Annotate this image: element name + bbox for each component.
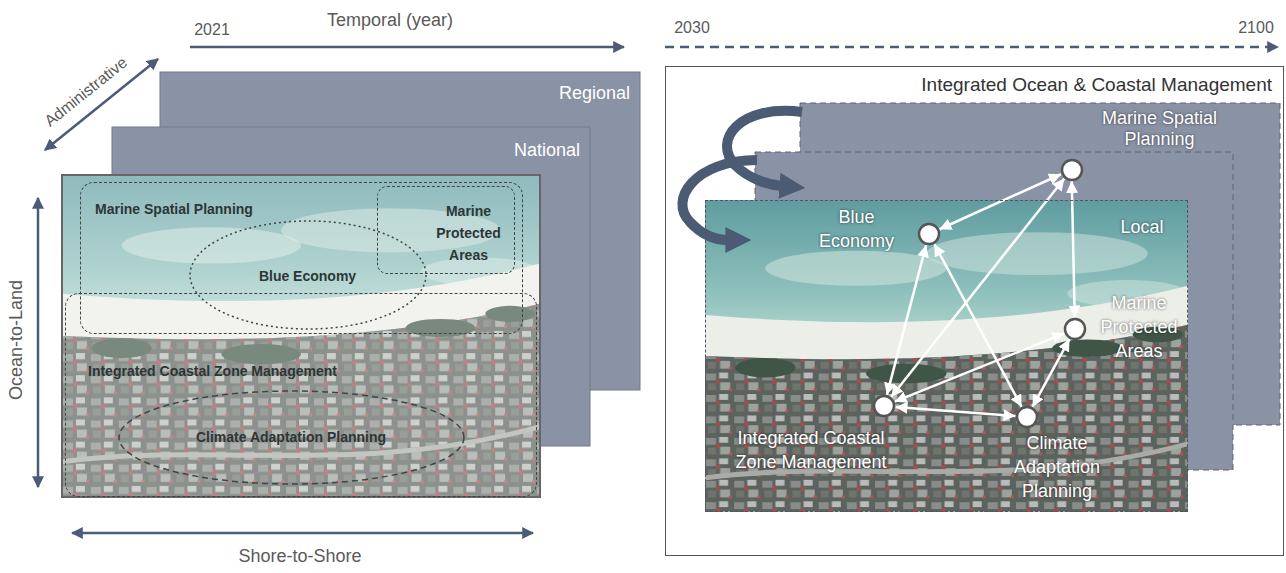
double-arrow xyxy=(887,245,926,395)
scale-arrow xyxy=(727,111,802,186)
future-axis xyxy=(665,46,1278,49)
ellipse-outline xyxy=(119,391,464,484)
double-arrow xyxy=(891,179,1064,397)
node-label: Blue Economy xyxy=(809,205,904,253)
zone-label: Integrated Coastal Zone Management xyxy=(88,362,448,380)
node-label: Marine Spatial Planning xyxy=(1095,108,1225,150)
label-holder: Administrative xyxy=(41,54,131,131)
zone-ellipse: Blue Economy xyxy=(189,220,433,330)
circle-node xyxy=(1060,158,1084,182)
zone-box: Marine Spatial PlanningBlue EconomyMarin… xyxy=(80,182,523,334)
zone-label: Marine Spatial Planning xyxy=(95,200,355,218)
axis-label: 2021 xyxy=(194,21,230,39)
circle-node xyxy=(1063,317,1087,341)
zone-label: Blue Economy xyxy=(189,267,427,285)
label-holder: 2030 xyxy=(674,19,710,37)
node-label: Marine Protected Areas xyxy=(1089,291,1189,363)
photo-haze xyxy=(62,175,540,497)
aerial-photo xyxy=(705,200,1188,512)
label-holder: Ocean-to-Land xyxy=(6,280,27,400)
ocean-land-axis xyxy=(37,198,40,487)
axis-label: 2030 xyxy=(674,19,710,37)
panel-label: Regional xyxy=(160,82,630,105)
label-holder: Shore-to-Shore xyxy=(238,546,361,567)
node-circle: Marine Protected Areas xyxy=(1063,317,1087,341)
local-panel: LocalBlue EconomyMarine Protected AreasI… xyxy=(705,200,1188,512)
axis-label: Shore-to-Shore xyxy=(238,546,361,567)
zone-box: Marine Protected Areas xyxy=(377,186,515,274)
axis-label: Temporal (year) xyxy=(327,10,453,31)
circle-node xyxy=(919,224,939,244)
circle-node xyxy=(917,222,941,246)
frame-title: Integrated Ocean & Coastal Management xyxy=(666,73,1272,97)
ellipse-outline xyxy=(190,221,426,329)
circle-node xyxy=(1017,407,1037,427)
node-label: Integrated Coastal Zone Management xyxy=(726,426,896,474)
node-label: Climate Adaptation Planning xyxy=(1007,431,1107,503)
photo-frame xyxy=(62,175,540,497)
axis-label: 2100 xyxy=(1238,19,1274,37)
stack-panel: Regional xyxy=(160,72,640,390)
circle-node xyxy=(1062,160,1082,180)
double-arrow xyxy=(1072,181,1075,318)
double-arrow xyxy=(939,174,1061,229)
circle-node xyxy=(872,394,896,418)
circle-node xyxy=(874,396,894,416)
stack-panel: National xyxy=(112,127,590,446)
frame-box: Integrated Ocean & Coastal ManagementLoc… xyxy=(665,66,1284,556)
axis-label: Administrative xyxy=(41,54,131,131)
circle-node xyxy=(1065,319,1085,339)
aerial-photo xyxy=(62,175,540,497)
node-circle: Climate Adaptation Planning xyxy=(1015,405,1039,429)
axis-label: Ocean-to-Land xyxy=(6,280,27,400)
node-circle: Integrated Coastal Zone Management xyxy=(872,394,896,418)
circle-node xyxy=(1015,405,1039,429)
zone-label: Climate Adaptation Planning xyxy=(118,428,465,446)
double-arrow xyxy=(895,407,1015,416)
zone-label: Marine Protected Areas xyxy=(429,200,509,266)
double-arrow xyxy=(895,333,1065,401)
double-arrow xyxy=(1033,339,1070,407)
panel-label: National xyxy=(112,139,580,162)
label-holder: 2100 xyxy=(1238,19,1274,37)
label-holder: 2021 xyxy=(194,21,230,39)
zone-box: Integrated Coastal Zone ManagementClimat… xyxy=(65,293,537,497)
node-circle: Blue Economy xyxy=(917,222,941,246)
panel-label: Local xyxy=(706,216,1164,239)
node-circle: Marine Spatial Planning xyxy=(1060,158,1084,182)
zone-ellipse: Climate Adaptation Planning xyxy=(118,390,471,485)
label-holder: Temporal (year) xyxy=(327,10,453,31)
time-axis xyxy=(190,46,624,49)
shore-axis xyxy=(72,532,533,535)
